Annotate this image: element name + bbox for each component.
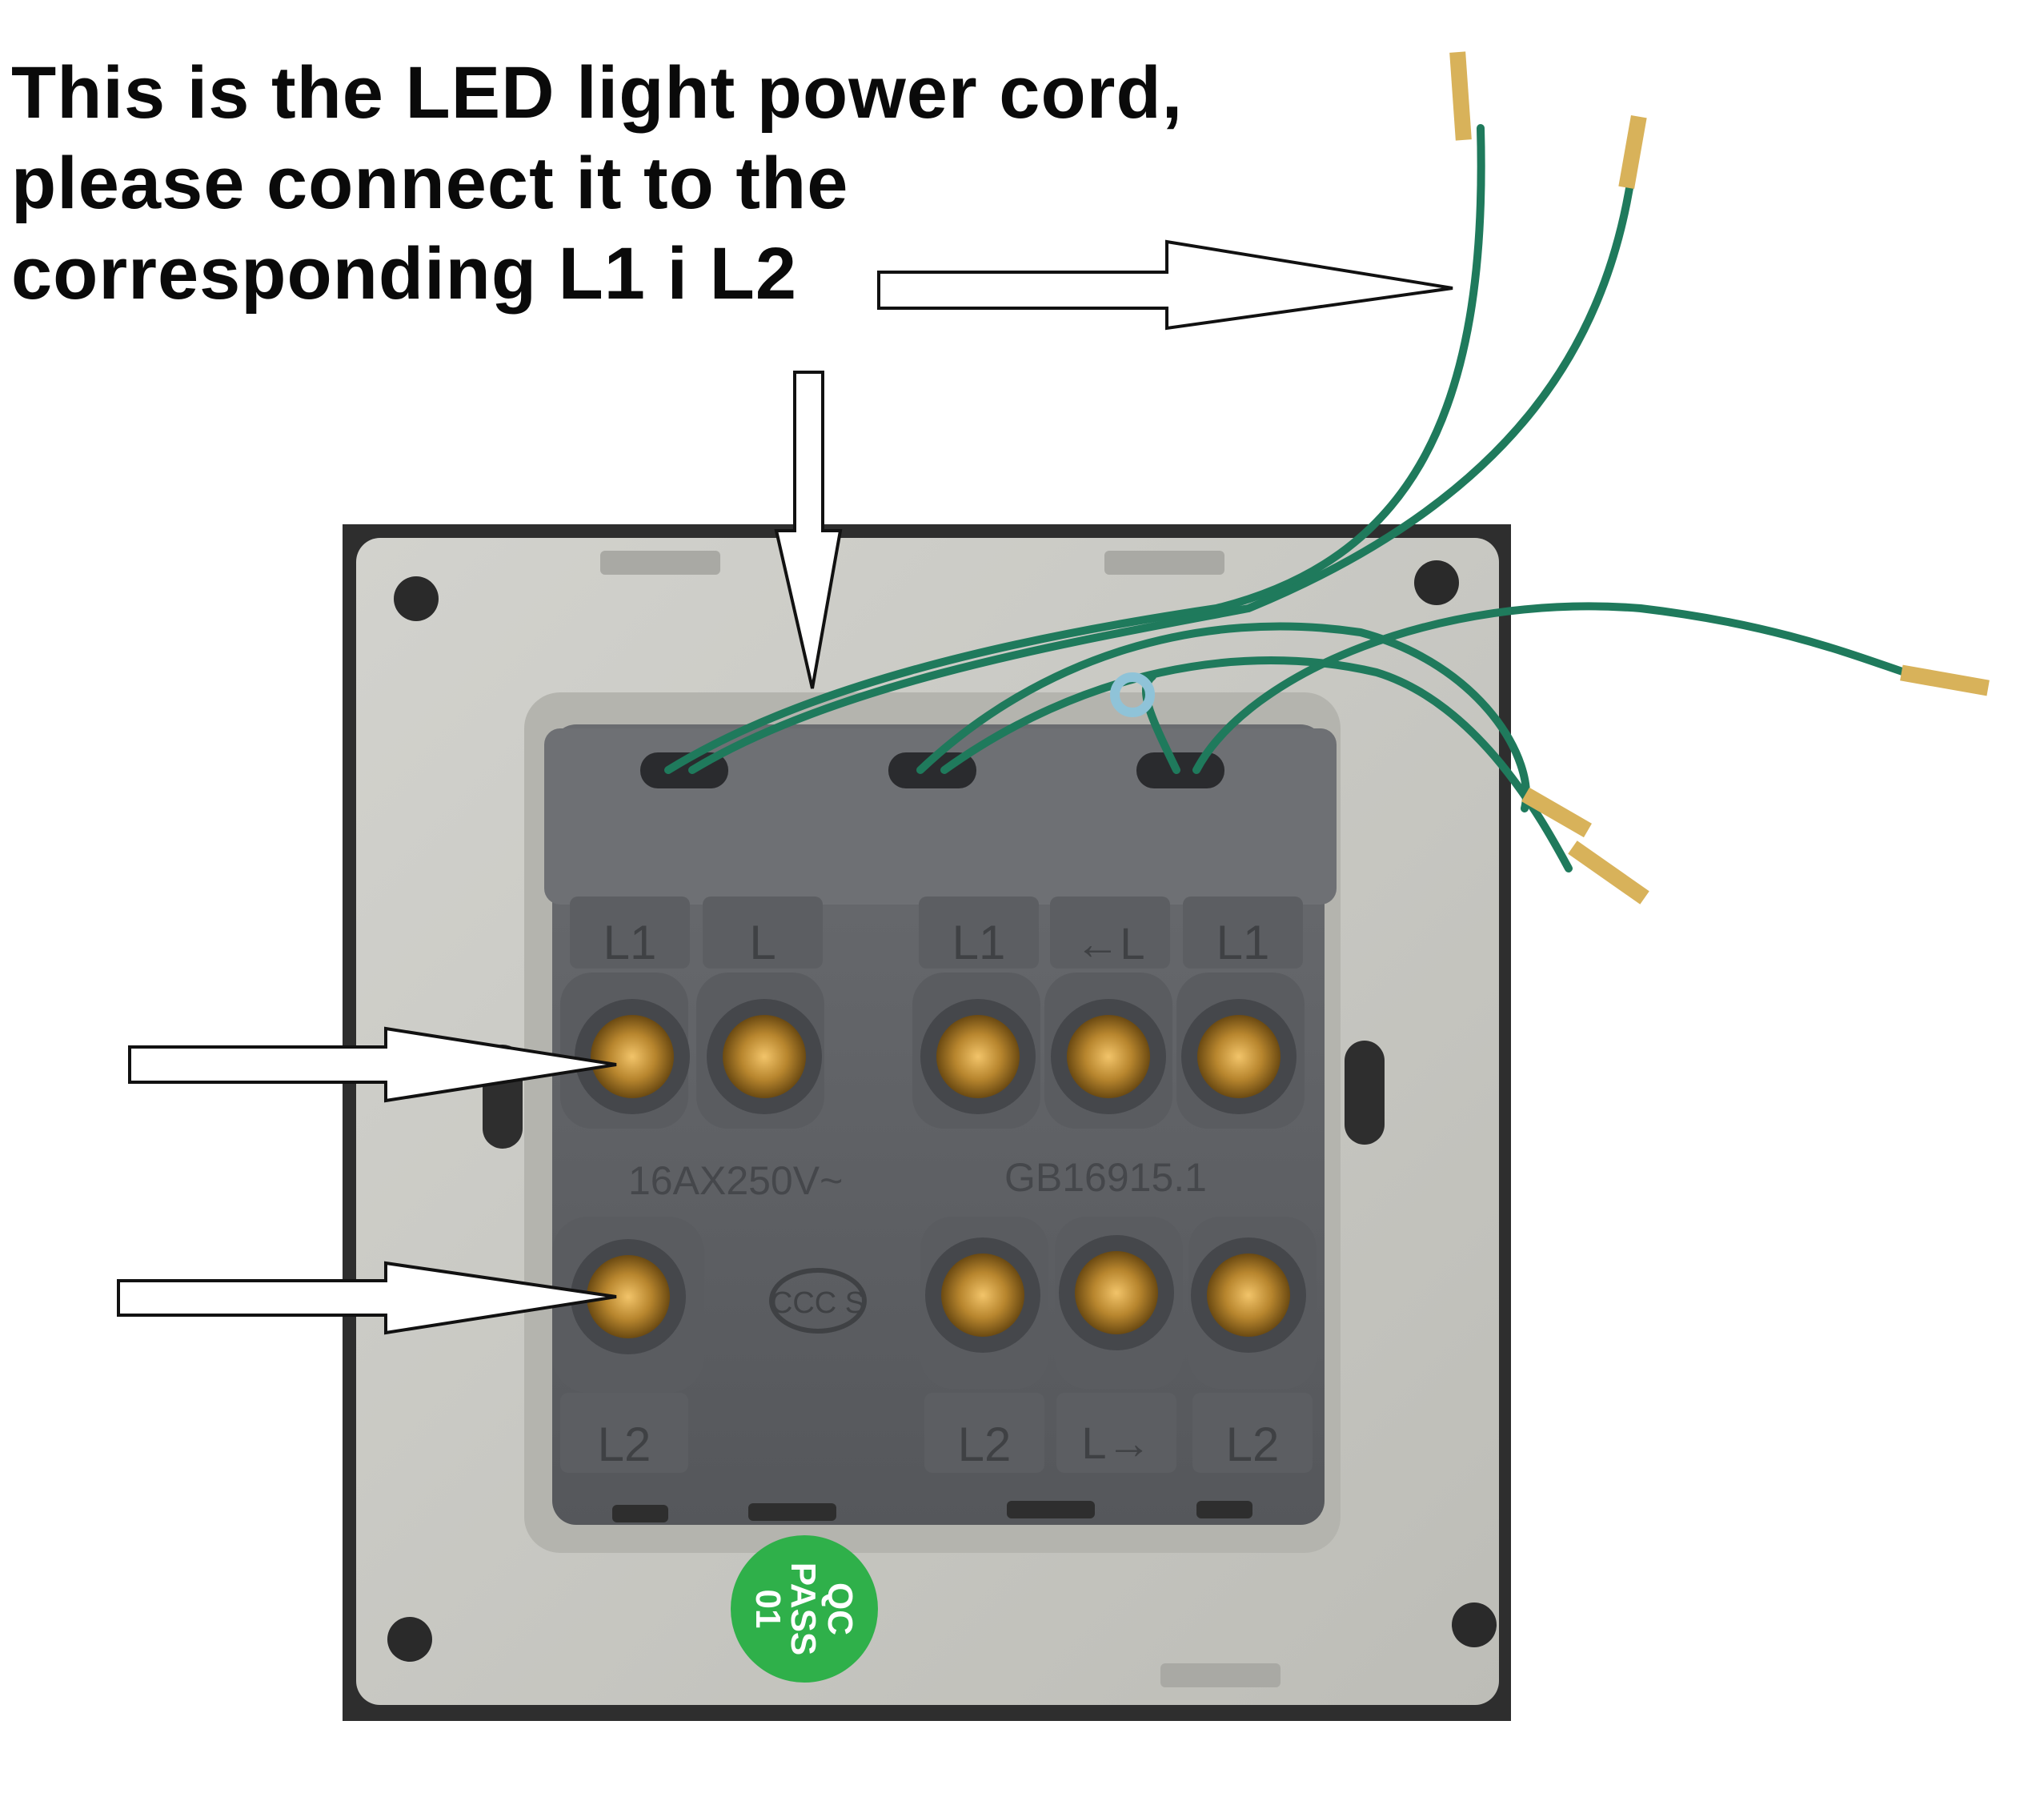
terminal-bottom-4: L2	[1188, 1217, 1317, 1473]
instruction-caption: This is the LED light power cord, please…	[11, 48, 1183, 319]
plate-tabs	[600, 551, 1281, 1687]
terminal-top-4-label: ←L	[1075, 918, 1144, 969]
bottom-terminal-row: L2 L2 L→ L2	[552, 1217, 1317, 1473]
terminal-top-2: L	[696, 896, 824, 1129]
wire-tips	[1449, 51, 1990, 905]
wire-tie	[1110, 672, 1155, 717]
bottom-slots	[612, 1501, 1252, 1522]
ccc-cert-mark: CCC S	[769, 1268, 867, 1334]
instruction-arrows	[117, 239, 1453, 1335]
arrow-down-to-module	[774, 371, 843, 689]
terminal-bottom-1-label: L2	[598, 1418, 651, 1471]
right-slot	[1345, 1041, 1385, 1145]
terminal-top-5-label: L1	[1216, 916, 1270, 969]
rating-text: 16AX250V~	[628, 1158, 843, 1203]
terminal-bottom-3: L→	[1055, 1217, 1183, 1473]
svg-text:CCC S: CCC S	[771, 1286, 865, 1320]
terminal-bottom-2-label: L2	[958, 1418, 1012, 1471]
terminal-top-5: L1	[1176, 896, 1305, 1129]
mounting-holes	[387, 560, 1497, 1662]
standard-text: GB16915.1	[1004, 1155, 1207, 1200]
terminal-top-1-label: L1	[603, 916, 657, 969]
terminal-top-4: ←L	[1044, 896, 1172, 1129]
qc-pass-sticker: QC PASS 01	[731, 1535, 878, 1683]
terminal-bottom-1: L2	[552, 1217, 704, 1473]
arrow-to-terminal-l1	[128, 1026, 617, 1103]
terminal-top-3: L1	[912, 896, 1040, 1129]
terminal-bottom-2: L2	[920, 1217, 1048, 1473]
wire-3	[916, 622, 1530, 812]
arrow-to-wires	[877, 239, 1453, 331]
terminal-top-2-label: L	[749, 916, 776, 969]
terminal-top-3-label: L1	[952, 916, 1006, 969]
caption-line-2: please connect it to the	[11, 142, 849, 224]
wire-5	[1192, 602, 1909, 774]
wire-2	[688, 164, 1637, 774]
terminal-top-1: L1	[560, 896, 690, 1129]
terminal-bottom-3-label: L→	[1081, 1418, 1151, 1468]
wire-1	[664, 124, 1485, 774]
caption-line-1: This is the LED light power cord,	[11, 52, 1184, 134]
arrow-to-terminal-l2	[117, 1261, 617, 1335]
top-terminal-row: L1 L L1 ←L L1	[560, 896, 1305, 1129]
sticker-number: 01	[748, 1590, 788, 1629]
sticker-pass: PASS	[784, 1562, 823, 1656]
sticker-qc: QC	[820, 1582, 860, 1635]
caption-line-3: corresponding L1 i L2	[11, 233, 798, 315]
terminal-bottom-4-label: L2	[1226, 1418, 1280, 1471]
